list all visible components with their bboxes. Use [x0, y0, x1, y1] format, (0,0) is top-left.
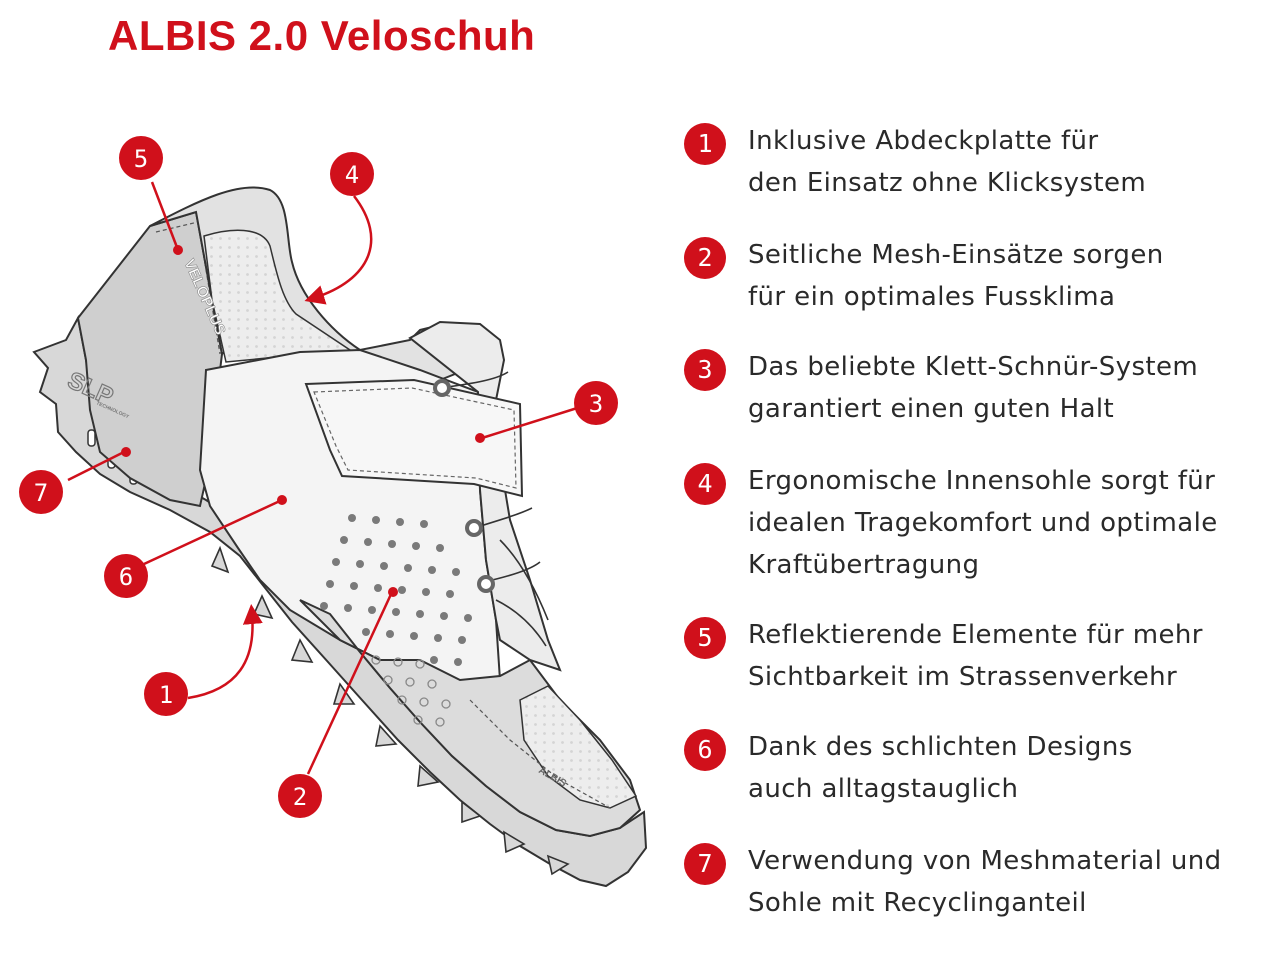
legend-badge: 4	[684, 463, 726, 505]
legend-text: Das beliebte Klett-Schnür-System garanti…	[748, 352, 1199, 424]
toe-perforations	[371, 655, 451, 727]
callout-2: 2	[278, 774, 322, 818]
callout-1: 1	[144, 672, 188, 716]
svg-text:2: 2	[293, 783, 307, 811]
svg-text:4: 4	[345, 161, 359, 189]
shoe-diagram: VELOPLUS ALBIS SLP TECHNOLOGY 5 4 3 7 6	[19, 136, 648, 888]
legend-badge: 5	[684, 617, 726, 659]
legend-item-3: 3 Das beliebte Klett-Schnür-System garan…	[684, 346, 1268, 430]
legend-text: Reflektierende Elemente für mehr Sichtba…	[748, 620, 1203, 692]
callout-6: 6	[104, 554, 148, 598]
tongue	[408, 320, 562, 672]
svg-text:6: 6	[119, 563, 133, 591]
svg-text:3: 3	[589, 390, 603, 418]
legend-text: Ergonomische Innensohle sorgt für ideale…	[748, 466, 1218, 580]
legend-badge: 7	[684, 843, 726, 885]
svg-text:7: 7	[34, 479, 48, 507]
legend-text: Dank des schlichten Designs auch alltags…	[748, 732, 1133, 804]
callout-3: 3	[574, 381, 618, 425]
legend-item-6: 6 Dank des schlichten Designs auch allta…	[684, 726, 1268, 810]
legend-text: Inklusive Abdeckplatte für den Einsatz o…	[748, 126, 1147, 198]
legend-item-2: 2 Seitliche Mesh-Einsätze sorgen für ein…	[684, 234, 1268, 318]
inner-mesh	[203, 229, 353, 363]
callout-7: 7	[19, 470, 63, 514]
page-title: ALBIS 2.0 Veloschuh	[108, 12, 536, 59]
legend-badge: 6	[684, 729, 726, 771]
legend-item-4: 4 Ergonomische Innensohle sorgt für idea…	[684, 460, 1268, 586]
legend-badge: 2	[684, 237, 726, 279]
legend-badge: 1	[684, 123, 726, 165]
legend-item-7: 7 Verwendung von Meshmaterial und Sohle …	[684, 840, 1268, 924]
svg-text:5: 5	[134, 145, 148, 173]
callout-5: 5	[119, 136, 163, 180]
toe-mesh	[519, 685, 638, 809]
velcro-strap	[304, 378, 524, 498]
svg-text:1: 1	[159, 681, 173, 709]
legend-item-5: 5 Reflektierende Elemente für mehr Sicht…	[684, 614, 1268, 698]
legend-badge: 3	[684, 349, 726, 391]
leader-dots	[121, 245, 485, 597]
eyelets	[433, 379, 495, 593]
perforations	[320, 514, 472, 666]
legend-text: Verwendung von Meshmaterial und Sohle mi…	[748, 846, 1222, 918]
leader-lines	[67, 181, 591, 775]
legend-text: Seitliche Mesh-Einsätze sorgen für ein o…	[748, 240, 1164, 312]
callout-4: 4	[330, 152, 374, 196]
legend-item-1: 1 Inklusive Abdeckplatte für den Einsatz…	[684, 120, 1268, 204]
